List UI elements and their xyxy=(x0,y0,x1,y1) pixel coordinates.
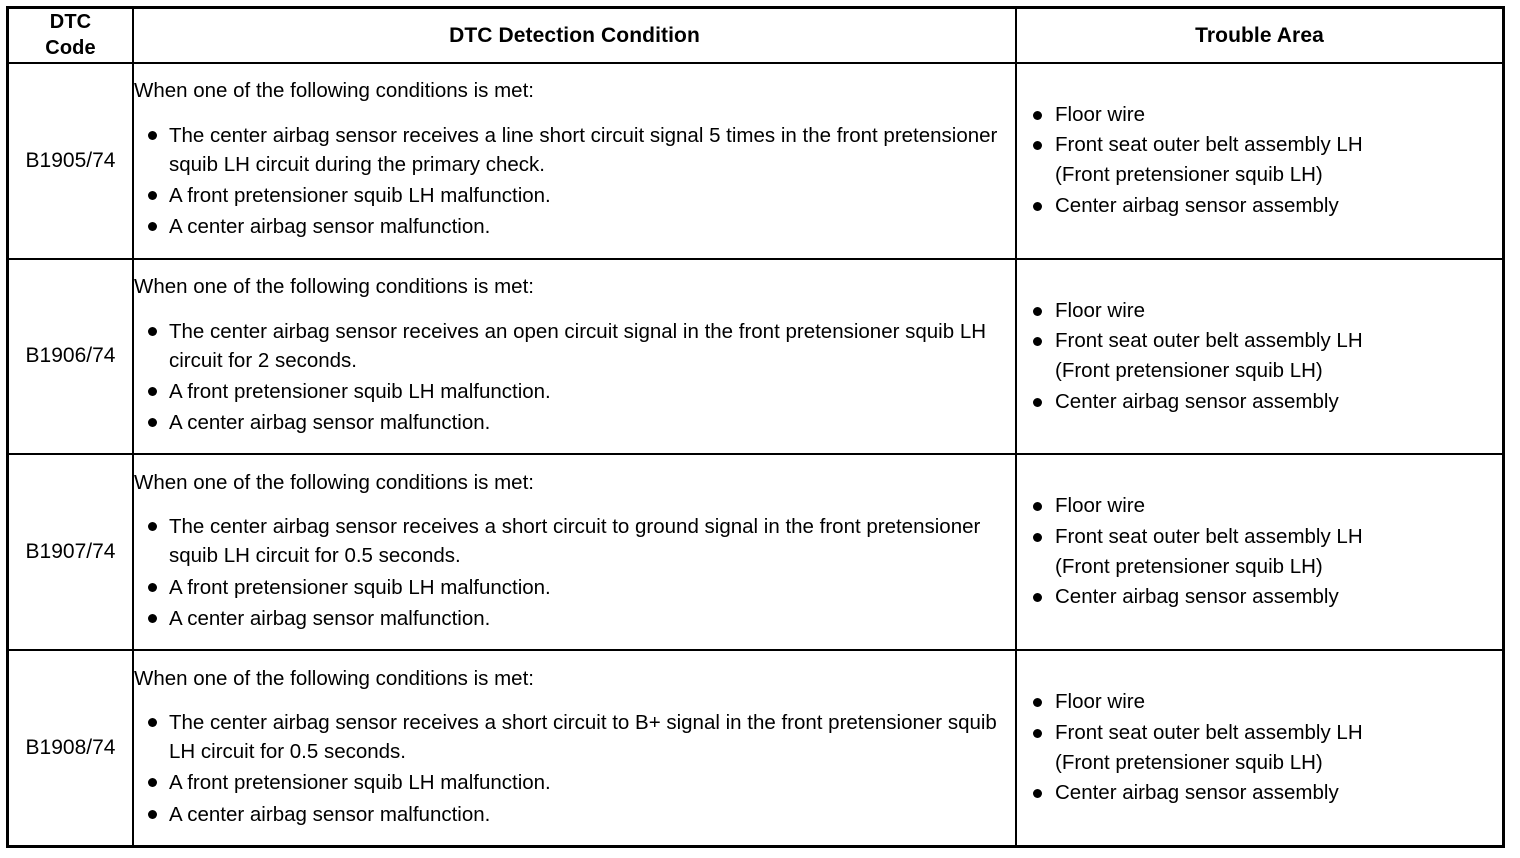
trouble-area-subtext: (Front pretensioner squib LH) xyxy=(1055,163,1323,187)
list-item: A center airbag sensor malfunction. xyxy=(134,212,1015,241)
list-item: The center airbag sensor receives a shor… xyxy=(134,512,1015,570)
list-item: A front pretensioner squib LH malfunctio… xyxy=(134,573,1015,602)
condition-intro: When one of the following conditions is … xyxy=(134,470,534,494)
condition-bullet-list: The center airbag sensor receives a shor… xyxy=(134,708,1015,828)
condition-bullet-list: The center airbag sensor receives an ope… xyxy=(134,317,1015,437)
list-item: Front seat outer belt assembly LH (Front… xyxy=(1017,130,1502,189)
header-dtc-code: DTC Code xyxy=(7,7,134,64)
dtc-code-cell: B1907/74 xyxy=(7,453,134,652)
trouble-area-list: Floor wire Front seat outer belt assembl… xyxy=(1017,491,1502,612)
list-item: Floor wire xyxy=(1017,296,1502,326)
trouble-area-list: Floor wire Front seat outer belt assembl… xyxy=(1017,296,1502,417)
trouble-area-cell: Floor wire Front seat outer belt assembl… xyxy=(1015,649,1504,847)
list-item: Floor wire xyxy=(1017,100,1502,130)
detection-condition-cell: When one of the following conditions is … xyxy=(132,257,1017,456)
trouble-area-subtext: (Front pretensioner squib LH) xyxy=(1055,554,1323,578)
dtc-code-cell: B1905/74 xyxy=(7,61,134,260)
trouble-area-text: Front seat outer belt assembly LH xyxy=(1055,720,1363,744)
trouble-area-text: Front seat outer belt assembly LH xyxy=(1055,133,1363,157)
list-item: A center airbag sensor malfunction. xyxy=(134,604,1015,633)
condition-bullet-list: The center airbag sensor receives a shor… xyxy=(134,512,1015,632)
list-item: Front seat outer belt assembly LH (Front… xyxy=(1017,522,1502,581)
condition-intro: When one of the following conditions is … xyxy=(134,666,534,690)
trouble-area-list: Floor wire Front seat outer belt assembl… xyxy=(1017,100,1502,221)
header-trouble-area: Trouble Area xyxy=(1015,7,1504,64)
condition-intro: When one of the following conditions is … xyxy=(134,79,534,103)
list-item: Front seat outer belt assembly LH (Front… xyxy=(1017,718,1502,777)
list-item: A center airbag sensor malfunction. xyxy=(134,408,1015,437)
detection-condition-cell: When one of the following conditions is … xyxy=(132,649,1017,847)
table-row: B1905/74 When one of the following condi… xyxy=(7,61,1504,260)
list-item: A front pretensioner squib LH malfunctio… xyxy=(134,377,1015,406)
trouble-area-list: Floor wire Front seat outer belt assembl… xyxy=(1017,687,1502,808)
trouble-area-subtext: (Front pretensioner squib LH) xyxy=(1055,750,1323,774)
trouble-area-text: Floor wire xyxy=(1055,690,1145,714)
list-item: Floor wire xyxy=(1017,687,1502,717)
trouble-area-subtext: (Front pretensioner squib LH) xyxy=(1055,358,1323,382)
list-item: Center airbag sensor assembly xyxy=(1017,191,1502,221)
header-dtc-code-line1: DTC xyxy=(49,11,92,33)
trouble-area-text: Center airbag sensor assembly xyxy=(1055,585,1339,609)
condition-bullet-list: The center airbag sensor receives a line… xyxy=(134,121,1015,241)
list-item: Front seat outer belt assembly LH (Front… xyxy=(1017,326,1502,385)
table-header: DTC Code DTC Detection Condition Trouble… xyxy=(7,7,1504,64)
trouble-area-text: Front seat outer belt assembly LH xyxy=(1055,525,1363,549)
list-item: Floor wire xyxy=(1017,491,1502,521)
list-item: The center airbag sensor receives an ope… xyxy=(134,317,1015,375)
trouble-area-text: Floor wire xyxy=(1055,102,1145,126)
list-item: The center airbag sensor receives a line… xyxy=(134,121,1015,179)
table-row: B1907/74 When one of the following condi… xyxy=(7,453,1504,652)
trouble-area-text: Center airbag sensor assembly xyxy=(1055,389,1339,413)
header-dtc-code-line2: Code xyxy=(45,37,96,60)
trouble-area-text: Center airbag sensor assembly xyxy=(1055,193,1339,217)
trouble-area-cell: Floor wire Front seat outer belt assembl… xyxy=(1015,257,1504,456)
trouble-area-cell: Floor wire Front seat outer belt assembl… xyxy=(1015,61,1504,260)
trouble-area-cell: Floor wire Front seat outer belt assembl… xyxy=(1015,453,1504,652)
header-row: DTC Code DTC Detection Condition Trouble… xyxy=(7,7,1504,64)
table-row: B1906/74 When one of the following condi… xyxy=(7,257,1504,456)
list-item: The center airbag sensor receives a shor… xyxy=(134,708,1015,766)
list-item: A front pretensioner squib LH malfunctio… xyxy=(134,768,1015,797)
list-item: Center airbag sensor assembly xyxy=(1017,582,1502,612)
dtc-code-cell: B1908/74 xyxy=(7,649,134,847)
list-item: A center airbag sensor malfunction. xyxy=(134,800,1015,829)
list-item: Center airbag sensor assembly xyxy=(1017,387,1502,417)
detection-condition-cell: When one of the following conditions is … xyxy=(132,453,1017,652)
trouble-area-text: Floor wire xyxy=(1055,298,1145,322)
list-item: A front pretensioner squib LH malfunctio… xyxy=(134,181,1015,210)
header-dtc-detection-condition: DTC Detection Condition xyxy=(132,7,1017,64)
table-body: B1905/74 When one of the following condi… xyxy=(7,61,1504,847)
dtc-table: DTC Code DTC Detection Condition Trouble… xyxy=(6,6,1505,848)
detection-condition-cell: When one of the following conditions is … xyxy=(132,61,1017,260)
condition-intro: When one of the following conditions is … xyxy=(134,274,534,298)
table-row: B1908/74 When one of the following condi… xyxy=(7,649,1504,847)
trouble-area-text: Center airbag sensor assembly xyxy=(1055,781,1339,805)
trouble-area-text: Floor wire xyxy=(1055,494,1145,518)
dtc-code-cell: B1906/74 xyxy=(7,257,134,456)
trouble-area-text: Front seat outer belt assembly LH xyxy=(1055,329,1363,353)
list-item: Center airbag sensor assembly xyxy=(1017,778,1502,808)
